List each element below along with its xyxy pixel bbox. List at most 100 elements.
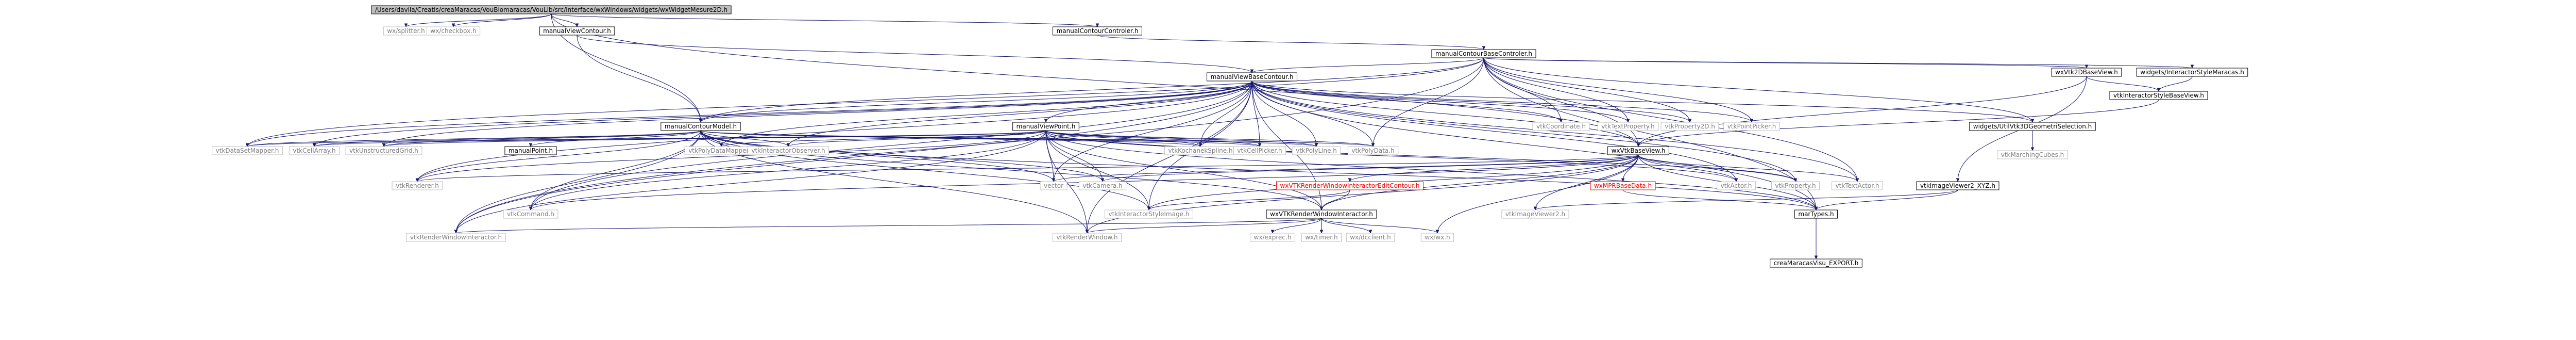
node-box [1233,146,1286,155]
node-wxwx: wx/wx.h [1420,233,1454,242]
edge-mccontroller-to-mcbase [1097,35,1484,50]
edge-mvbase-to-vtkproperty [1251,80,1795,182]
node-mcbase[interactable]: manualContourBaseControler.h [1431,49,1536,58]
edge-mvpoint-to-kspline [1045,130,1200,147]
edge-wxvtkrwi_edit-to-wxvtkrwi [1321,189,1350,210]
node-wxvtkbase[interactable]: wxVtkBaseView.h [1607,146,1669,155]
node-marTypes[interactable]: marTypes.h [1794,209,1838,219]
node-box [392,181,443,190]
edge-imageviewer2xyz-to-imageviewer2 [1535,189,1958,210]
edge-wxvtkbase-to-imageviewer2 [1535,154,1639,210]
node-label: wx/timer.h [1305,234,1337,241]
node-box [406,233,506,242]
edge-wxvtkbase-to-vtkproperty [1638,154,1795,182]
node-label: wx/checkbox.h [430,27,476,35]
edge-mvpoint-to-ugrid [384,130,1046,147]
node-polydata: vtkPolyData.h [1347,146,1399,155]
node-label: vtkDataSetMapper.h [216,147,279,154]
edge-mvbase-to-prop2d [1251,80,1690,122]
node-wxvtkrwi_edit[interactable]: wxVTKRenderWindowInteractorEditContour.h [1276,181,1423,190]
node-label: manualViewBaseContour.h [1211,73,1294,80]
edge-mvpoint-to-vtkproperty [1045,130,1795,182]
node-label: vtkPointPicker.h [1727,123,1776,130]
node-label: vtkCamera.h [1082,182,1122,189]
node-label: wxVTKRenderWindowInteractorEditContour.h [1280,182,1420,189]
node-box [1207,72,1297,82]
node-root[interactable]: /Users/davila/Creatis/creaMaracas/VouBio… [371,5,732,14]
edge-mvbase-to-textprop [1251,80,1628,122]
edge-mvpoint-to-marTypes [1045,130,1816,210]
edge-mvbase-to-coordinate [1251,80,1561,122]
node-box [1770,258,1862,268]
node-box [660,122,741,131]
node-label: manualViewPoint.h [1016,123,1076,130]
node-box [1012,122,1079,131]
node-textprop: vtkTextProperty.h [1597,122,1659,131]
edge-mcmodel-to-renderer [417,130,701,182]
edge-mcbase-to-prop2d [1483,57,1690,122]
edge-wxvtkrwi-to-exprec [1273,218,1322,233]
node-label: wx/splitter.h [387,27,425,35]
node-mvpoint[interactable]: manualViewPoint.h [1012,122,1079,131]
node-wxinteractor[interactable]: widgets/InteractorStyleMaracas.h [2136,68,2248,77]
node-label: vtkProperty2D.h [1665,123,1715,130]
edge-mvpoint-to-polydatamapper [721,130,1046,147]
node-geomsel[interactable]: widgets/UtilVtk3DGeometriSelection.h [1969,122,2096,131]
node-label: manualContourModel.h [665,123,737,130]
node-box [1040,181,1067,190]
node-wxvtk2d[interactable]: wxVtk2DBaseView.h [2051,68,2122,77]
node-box [1597,122,1659,131]
node-box [2109,91,2208,100]
edge-root-to-splitter [406,13,552,27]
node-label: vector [1044,182,1063,189]
node-prop2d: vtkProperty2D.h [1660,122,1719,131]
node-layer: /Users/davila/Creatis/creaMaracas/VouBio… [212,5,2248,268]
node-box [1053,26,1142,36]
node-box [1590,181,1656,190]
node-box [1052,233,1122,242]
node-label: vtkPolyDataMapper.h [688,147,754,154]
node-interactorbase[interactable]: vtkInteractorStyleBaseView.h [2109,91,2208,100]
edge-mcmodel-to-polydata [700,130,1373,147]
edge-mcmodel-to-manualpoint [531,130,701,147]
edge-layer [247,13,2192,259]
edge-mvbase-to-polydata [1251,80,1373,147]
edge-mcbase-to-textprop [1483,57,1628,122]
edge-mvbase-to-polyline [1251,80,1316,147]
node-box [1346,233,1395,242]
node-renderer: vtkRenderer.h [392,181,443,190]
edge-mcmodel-to-command [531,130,701,210]
edge-mvbase-to-isimage [1149,80,1252,210]
node-box [1420,233,1454,242]
edge-mvpoint-to-command [531,130,1046,210]
node-label: vtkCellArray.h [293,147,335,154]
edge-mvpoint-to-polydata [1045,130,1373,147]
node-label: vtkPolyLine.h [1296,147,1337,154]
node-exprec: wx/exprec.h [1250,233,1295,242]
edge-mvbase-to-ugrid [384,80,1252,147]
edge-mvpoint-to-cellpicker [1045,130,1260,147]
node-mccontroller[interactable]: manualContourControler.h [1053,26,1142,36]
edge-mvpoint-to-wxvtkrwi [1045,130,1321,210]
node-interactorobs: vtkInteractorObserver.h [747,146,829,155]
node-box [1347,146,1399,155]
edge-mvbase-to-command [531,80,1252,210]
node-export[interactable]: creaMaracasVisu_EXPORT.h [1770,258,1862,268]
node-box [1266,209,1377,219]
edge-mcmodel-to-ugrid [384,130,701,147]
node-wxmprbase[interactable]: wxMPRBaseData.h [1590,181,1656,190]
edge-mvcontour-to-mvbase [577,35,1252,73]
node-imageviewer2: vtkImageViewer2.h [1501,209,1569,219]
edge-mvbase-to-pointpicker [1251,80,1752,122]
node-mcmodel[interactable]: manualContourModel.h [660,122,741,131]
edge-mvpoint-to-datasetmapper [247,130,1046,147]
node-manualpoint[interactable]: manualPoint.h [504,146,557,155]
node-mvbase[interactable]: manualViewBaseContour.h [1207,72,1297,82]
node-mvcontour[interactable]: manualViewContour.h [539,26,615,36]
node-wxvtkrwi[interactable]: wxVTKRenderWindowInteractor.h [1266,209,1377,219]
edge-wxvtkrwi_edit-to-isimage [1149,189,1350,210]
edge-mcbase-to-datasetmapper [247,57,1484,147]
node-imageviewer2xyz[interactable]: vtkImageViewer2_XYZ.h [1916,181,1999,190]
edge-root-to-wxvtkbase [551,13,1638,147]
